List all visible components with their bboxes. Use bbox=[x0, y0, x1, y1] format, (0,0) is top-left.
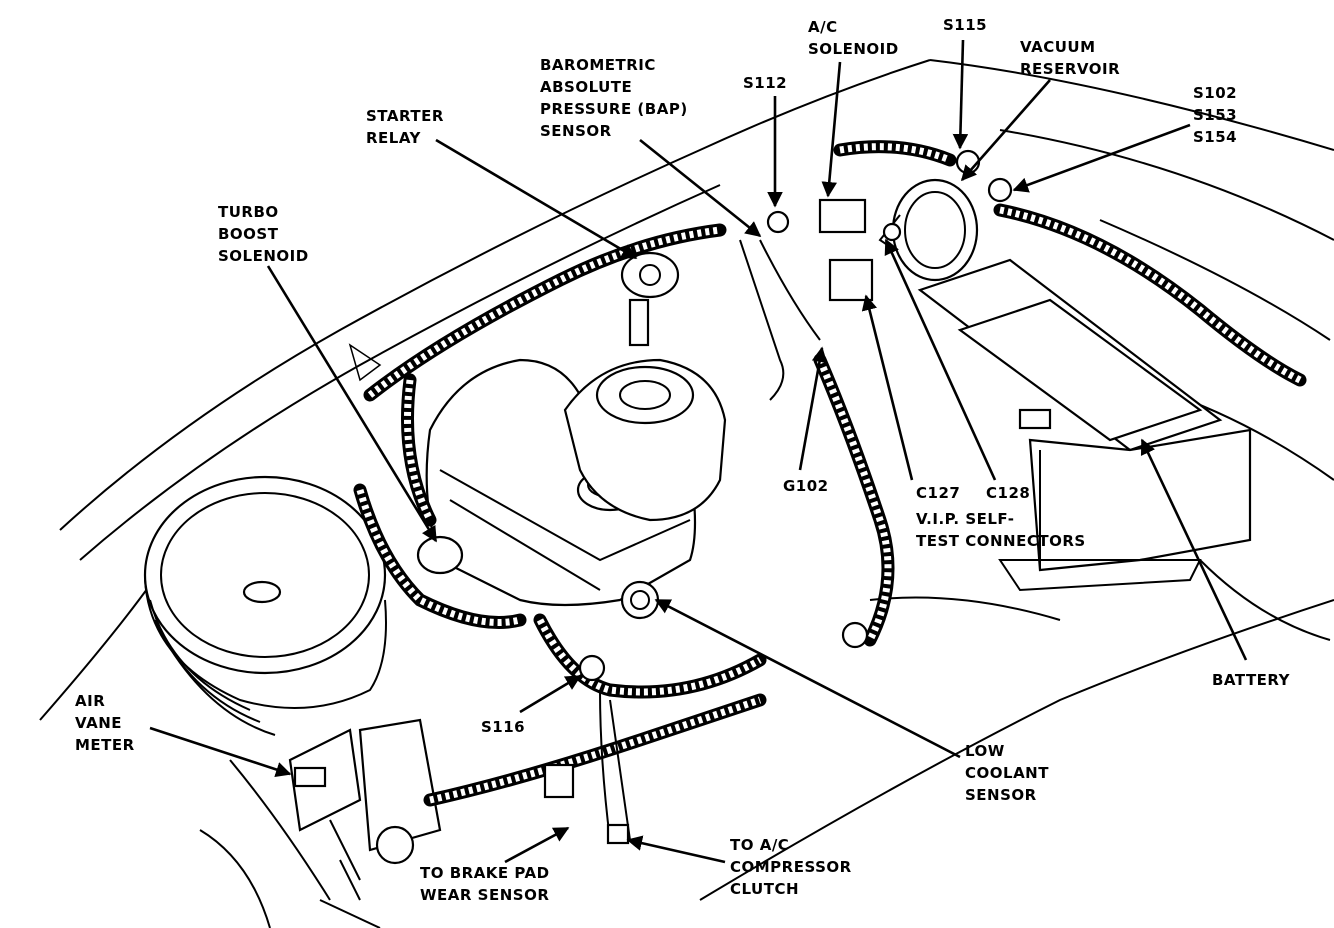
wiring-harness bbox=[353, 140, 1307, 841]
label-c128: C128 bbox=[986, 484, 1030, 502]
svg-text:SOLENOID: SOLENOID bbox=[808, 40, 899, 58]
svg-text:V.I.P. SELF-: V.I.P. SELF- bbox=[916, 510, 1014, 528]
label-low-coolant-sensor: LOW COOLANT SENSOR bbox=[965, 742, 1049, 804]
label-g102: G102 bbox=[783, 477, 829, 495]
strut-tower bbox=[563, 358, 727, 522]
label-to-ac-compressor-clutch: TO A/C COMPRESSOR CLUTCH bbox=[730, 836, 852, 898]
svg-text:VACUUM: VACUUM bbox=[1020, 38, 1096, 56]
svg-text:S102: S102 bbox=[1193, 84, 1237, 102]
label-to-brake-pad-wear-sensor: TO BRAKE PAD WEAR SENSOR bbox=[420, 864, 550, 904]
svg-text:SENSOR: SENSOR bbox=[965, 786, 1037, 804]
svg-text:S153: S153 bbox=[1193, 106, 1237, 124]
svg-text:A/C: A/C bbox=[808, 18, 838, 36]
label-turbo-boost-solenoid: TURBO BOOST SOLENOID bbox=[218, 203, 309, 265]
svg-text:CLUTCH: CLUTCH bbox=[730, 880, 799, 898]
label-air-vane-meter: AIR VANE METER bbox=[75, 692, 135, 754]
air-vane-meter-body bbox=[288, 718, 442, 901]
svg-text:PRESSURE (BAP): PRESSURE (BAP) bbox=[540, 100, 688, 118]
air-cleaner bbox=[143, 475, 387, 736]
label-s112: S112 bbox=[743, 74, 787, 92]
svg-text:COMPRESSOR: COMPRESSOR bbox=[730, 858, 852, 876]
svg-text:VANE: VANE bbox=[75, 714, 122, 732]
label-starter-relay: STARTER RELAY bbox=[366, 107, 444, 147]
svg-text:METER: METER bbox=[75, 736, 135, 754]
leader-lines bbox=[149, 39, 1248, 864]
label-vip-self-test: V.I.P. SELF- TEST CONNECTORS bbox=[916, 510, 1086, 550]
label-s102-s153-s154: S102 S153 S154 bbox=[1193, 84, 1237, 146]
svg-text:S154: S154 bbox=[1193, 128, 1237, 146]
svg-text:ABSOLUTE: ABSOLUTE bbox=[540, 78, 632, 96]
svg-text:TO BRAKE PAD: TO BRAKE PAD bbox=[420, 864, 550, 882]
components bbox=[416, 149, 1013, 845]
svg-text:LOW: LOW bbox=[965, 742, 1005, 760]
svg-text:STARTER: STARTER bbox=[366, 107, 444, 125]
svg-text:TURBO: TURBO bbox=[218, 203, 279, 221]
svg-text:SOLENOID: SOLENOID bbox=[218, 247, 309, 265]
label-c127: C127 bbox=[916, 484, 960, 502]
svg-text:SENSOR: SENSOR bbox=[540, 122, 612, 140]
label-battery: BATTERY bbox=[1212, 671, 1291, 689]
body-outline bbox=[39, 59, 1334, 928]
label-s115: S115 bbox=[943, 16, 987, 34]
svg-text:BAROMETRIC: BAROMETRIC bbox=[540, 56, 656, 74]
label-vacuum-reservoir: VACUUM RESERVOIR bbox=[1020, 38, 1120, 78]
svg-text:RELAY: RELAY bbox=[366, 129, 422, 147]
battery-body bbox=[917, 258, 1252, 592]
svg-text:RESERVOIR: RESERVOIR bbox=[1020, 60, 1120, 78]
label-ac-solenoid: A/C SOLENOID bbox=[808, 18, 899, 58]
label-s116: S116 bbox=[481, 718, 525, 736]
svg-text:COOLANT: COOLANT bbox=[965, 764, 1049, 782]
svg-text:BOOST: BOOST bbox=[218, 225, 279, 243]
svg-text:TEST CONNECTORS: TEST CONNECTORS bbox=[916, 532, 1086, 550]
label-barometric-sensor: BAROMETRIC ABSOLUTE PRESSURE (BAP) SENSO… bbox=[540, 56, 688, 140]
svg-text:TO A/C: TO A/C bbox=[730, 836, 789, 854]
svg-text:WEAR SENSOR: WEAR SENSOR bbox=[420, 886, 549, 904]
svg-text:AIR: AIR bbox=[75, 692, 105, 710]
